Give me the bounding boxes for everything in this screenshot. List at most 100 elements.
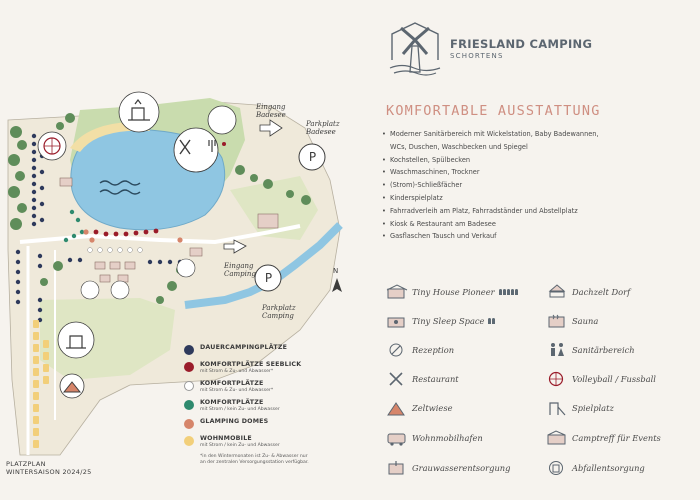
reception-icon xyxy=(389,343,403,357)
legend-sub: mit Strom & Zu- und Abwasser* xyxy=(200,369,274,374)
label-entrance-camping: Eingang Camping xyxy=(224,262,256,278)
sanitary-icon xyxy=(551,343,564,356)
amenity-label: Sauna xyxy=(572,316,599,326)
feature-item: Kochstellen, Spülbecken xyxy=(382,154,682,167)
playground-icon xyxy=(549,402,566,416)
glamping-domes xyxy=(83,229,183,243)
amenity-label: Abfallentsorgung xyxy=(572,463,645,473)
wave-icon xyxy=(99,189,141,195)
wave-icon xyxy=(99,180,141,186)
buildings xyxy=(59,177,279,283)
north-arrow-icon xyxy=(332,278,342,292)
amenity-label: Dachzelt Dorf xyxy=(572,287,631,297)
legend-title: KOMFORTPLÄTZE SEEBLICK xyxy=(200,361,302,368)
greywater-icon xyxy=(388,461,404,475)
legend-item: GLAMPING DOMES xyxy=(184,418,334,429)
waste-icon xyxy=(549,461,563,475)
amenity-motorhome: Wohnmobilhafen xyxy=(386,427,483,449)
campsite-map: Eingang Badesee Parkplatz Badesee Eingan… xyxy=(6,91,343,476)
plan-caption: PLATZPLAN WINTERSAISON 2024/25 xyxy=(6,460,92,476)
feature-item: Fahrradverleih am Platz, Fahrradständer … xyxy=(382,205,682,218)
amenity-label: Wohnmobilhafen xyxy=(412,433,483,443)
amenity-sanitary: Sanitärbereich xyxy=(546,339,635,361)
plan-season: WINTERSAISON 2024/25 xyxy=(6,468,92,477)
motorhome-strip xyxy=(33,320,49,448)
legend-title: KOMFORTPLÄTZE xyxy=(200,399,264,406)
feature-item-continuation: WCs, Duschen, Waschbecken und Spiegel xyxy=(390,142,528,151)
map-drawing xyxy=(7,91,343,456)
label-entrance-lake: Eingang Badesee xyxy=(256,103,286,119)
motorhome-icon xyxy=(387,433,406,446)
brand-location: SCHORTENS xyxy=(450,51,504,60)
feature-list: Moderner Sanitärbereich mit Wickelstatio… xyxy=(382,128,682,243)
amenity-playground: Spielplatz xyxy=(546,397,614,419)
label-parking-camping: Parkplatz Camping xyxy=(262,304,296,320)
brand-name: FRIESLAND CAMPING xyxy=(450,36,593,51)
legend-title: DAUERCAMPINGPLÄTZE xyxy=(200,344,288,351)
capacity-icon xyxy=(488,318,496,324)
lakeview-pitches xyxy=(93,228,159,237)
tent-meadow-icon xyxy=(387,402,405,416)
parking-icon: P xyxy=(264,271,273,285)
volleyball-icon xyxy=(548,371,564,387)
legend-dot-motorhome xyxy=(184,436,194,446)
legend-footnote: *in den Wintermonaten ist Zu- & Abwasser… xyxy=(200,454,309,465)
tiny-house-icon xyxy=(386,284,408,299)
sauna-icon xyxy=(548,314,565,328)
amenity-tiny-house: Tiny House Pioneer xyxy=(386,281,519,303)
map-legend: DAUERCAMPINGPLÄTZE KOMFORTPLÄTZE SEEBLIC… xyxy=(184,344,334,466)
feature-item: Waschmaschinen, Trockner xyxy=(382,166,682,179)
amenity-sauna: Sauna xyxy=(546,310,598,332)
plan-title: PLATZPLAN xyxy=(6,460,46,468)
roof-tent-icon xyxy=(548,284,566,298)
east-meadow xyxy=(230,176,318,240)
comfort-pitches xyxy=(87,247,143,253)
amenity-label: Rezeption xyxy=(412,345,455,355)
capacity-icon xyxy=(498,289,519,295)
legend-title: WOHNMOBILE xyxy=(200,435,252,442)
amenity-waste: Abfallentsorgung xyxy=(546,457,645,479)
amenity-tiny-sleep: Tiny Sleep Space xyxy=(386,310,496,332)
amenity-reception: Rezeption xyxy=(386,339,454,361)
windmill-logo-icon xyxy=(389,22,441,76)
feature-item: Gasflaschen Tausch und Verkauf xyxy=(382,230,682,243)
amenity-label: Volleyball / Fussball xyxy=(572,374,656,384)
amenity-label: Grauwasserentsorgung xyxy=(412,463,511,473)
amenity-label: Tiny Sleep Space xyxy=(412,316,485,326)
legend-title: KOMFORTPLÄTZE xyxy=(200,380,264,387)
legend-sub: mit Strom / kein Zu- und Abwasser xyxy=(200,443,280,448)
south-meadow xyxy=(40,298,175,380)
parking-icon: P xyxy=(308,150,317,164)
entrance-arrow-icon xyxy=(259,119,283,137)
entrance-arrow-icon xyxy=(223,239,247,254)
amenity-label: Spielplatz xyxy=(572,403,614,413)
amenities-heading: KOMFORTABLE AUSSTATTUNG xyxy=(386,103,601,119)
main-road xyxy=(19,224,301,245)
amenity-label: Sanitärbereich xyxy=(572,345,635,355)
legend-sub: mit Strom / kein Zu- und Abwasser xyxy=(200,407,280,412)
tiny-sleep-icon xyxy=(387,317,405,328)
amenity-restaurant: Restaurant xyxy=(386,368,459,390)
amenity-tent-meadow: Zeltwiese xyxy=(386,397,453,419)
brand-header: FRIESLAND CAMPING SCHORTENS xyxy=(386,20,592,76)
legend-dot-comfort xyxy=(184,381,194,391)
amenity-label: Zeltwiese xyxy=(412,403,453,413)
feature-item: (Strom)-Schließfächer xyxy=(382,179,682,192)
amenity-volleyball: Volleyball / Fussball xyxy=(546,368,656,390)
legend-sub: mit Strom & Zu- und Abwasser* xyxy=(200,388,274,393)
legend-item: DAUERCAMPINGPLÄTZE xyxy=(184,344,334,355)
legend-dot-comfort-green xyxy=(184,400,194,410)
amenity-greywater: Grauwasserentsorgung xyxy=(386,457,510,479)
green-comfort-pitches xyxy=(63,209,85,243)
legend-dot-glamping xyxy=(184,419,194,429)
map-bubbles xyxy=(37,91,326,399)
legend-dot-permanent xyxy=(184,345,194,355)
amenity-camp-meeting: Camptreff für Events xyxy=(546,427,661,449)
legend-title: GLAMPING DOMES xyxy=(200,418,269,425)
feature-item: Kinderspielplatz xyxy=(382,192,682,205)
label-parking-lake: Parkplatz Badesee xyxy=(306,120,340,136)
